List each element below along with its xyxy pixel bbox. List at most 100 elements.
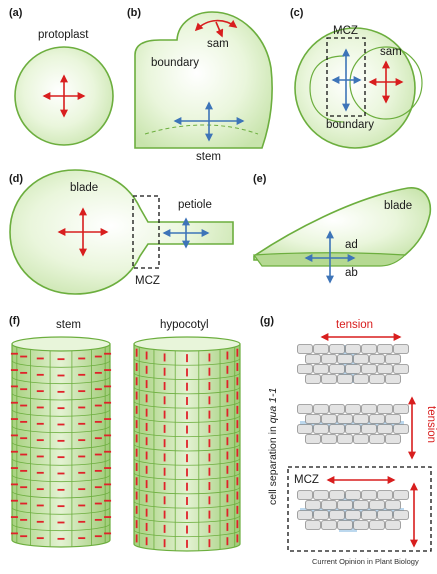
panel-g: (g) cell separation in qua 1-1 tension t… [260, 315, 437, 552]
panel-b-label: (b) [127, 7, 141, 19]
gene-name: qua 1-1 [267, 388, 279, 424]
mcz-label: MCZ [333, 25, 358, 37]
cell-brick [329, 510, 345, 520]
cell-brick [321, 374, 337, 384]
cell-brick [361, 424, 377, 434]
cell-brick [297, 364, 313, 374]
cylinder-top [133, 336, 241, 352]
cell-brick [329, 490, 345, 500]
cell-brick [377, 364, 393, 374]
cylinder-row-line [11, 360, 111, 368]
ab-label: ab [345, 267, 358, 279]
cell-brick [305, 354, 321, 364]
cylinder-row-line [11, 458, 111, 466]
cell-brick [345, 364, 361, 374]
leaf-blade-petiole [9, 169, 234, 295]
cell-brick [297, 490, 313, 500]
mcz-label: MCZ [135, 275, 160, 287]
cell-brick [329, 404, 345, 414]
cell-brick [337, 500, 353, 510]
cell-brick [361, 404, 377, 414]
cell-brick [353, 374, 369, 384]
cylinder-row-line [133, 415, 241, 423]
cell-brick [297, 510, 313, 520]
cell-brick [313, 364, 329, 374]
cell-brick [305, 434, 321, 444]
blade-label: blade [70, 182, 98, 194]
cylinder-row-line [133, 358, 241, 366]
cell-brick [305, 414, 321, 424]
cylinder-body [11, 343, 111, 548]
cylinder-row-line [133, 429, 241, 438]
cell-brick [353, 500, 369, 510]
cell-brick [377, 404, 393, 414]
cell-brick [361, 510, 377, 520]
protoplast-label: protoplast [38, 29, 89, 41]
cell-brick [353, 414, 369, 424]
cell-brick [385, 500, 401, 510]
cell-brick [345, 510, 361, 520]
cell-brick [297, 344, 313, 354]
cylinder-row-line [133, 529, 241, 538]
cell-brick [393, 490, 409, 500]
cell-brick [337, 354, 353, 364]
panel-b: (b) sam boundary stem [127, 7, 273, 163]
cylinder-row-line [11, 392, 111, 401]
cylinder-row-line [133, 443, 241, 452]
journal-credit: Current Opinion in Plant Biology [312, 557, 419, 566]
tension-top-label: tension [336, 319, 373, 331]
cell-brick [369, 374, 385, 384]
cell-brick [393, 424, 409, 434]
cylinder-row-line [11, 376, 111, 385]
cell-brick [329, 424, 345, 434]
cell-brick [353, 434, 369, 444]
cell-brick [345, 344, 361, 354]
cell-brick [321, 520, 337, 530]
cell-group-2 [297, 404, 409, 444]
panel-c: (c) MCZ sam boundary [290, 7, 423, 149]
cylinder-row-line [133, 401, 241, 409]
cell-brick [369, 354, 385, 364]
cylinder-row-line [133, 458, 241, 466]
cylinder-top [11, 336, 111, 352]
panel-g-label: (g) [260, 315, 274, 327]
boundary-label: boundary [151, 57, 199, 69]
cell-brick [297, 424, 313, 434]
cell-brick [393, 364, 409, 374]
cylinder-row-line [11, 474, 111, 483]
cell-brick [305, 500, 321, 510]
cell-brick [337, 434, 353, 444]
panel-f: (f) stem hypocotyl [9, 315, 241, 552]
cylinder-row-line [11, 507, 111, 515]
meristem-dome [134, 11, 273, 149]
blade-label: blade [384, 200, 412, 212]
cell-group-3 [297, 490, 409, 532]
cell-brick [385, 520, 401, 530]
panel-f-label: (f) [9, 315, 20, 327]
cell-brick [337, 414, 353, 424]
cell-brick [313, 344, 329, 354]
cell-brick [329, 344, 345, 354]
cell-brick [369, 434, 385, 444]
cylinder-row-line [133, 515, 241, 523]
cell-brick [337, 374, 353, 384]
cell-brick [321, 500, 337, 510]
cell-brick [305, 520, 321, 530]
cell-brick [353, 354, 369, 364]
stem-label: stem [56, 319, 81, 331]
hypocotyl-label: hypocotyl [160, 319, 209, 331]
cylinder-row-line [133, 372, 241, 380]
cell-brick [393, 344, 409, 354]
cell-brick [329, 364, 345, 374]
boundary-label: boundary [326, 119, 374, 131]
stem-cylinder [10, 336, 112, 548]
cell-brick [313, 424, 329, 434]
cell-brick [377, 510, 393, 520]
cylinder-row-line [11, 441, 111, 450]
mcz-box [287, 466, 432, 552]
cell-brick [393, 510, 409, 520]
cell-brick [361, 364, 377, 374]
ad-label: ad [345, 239, 358, 251]
